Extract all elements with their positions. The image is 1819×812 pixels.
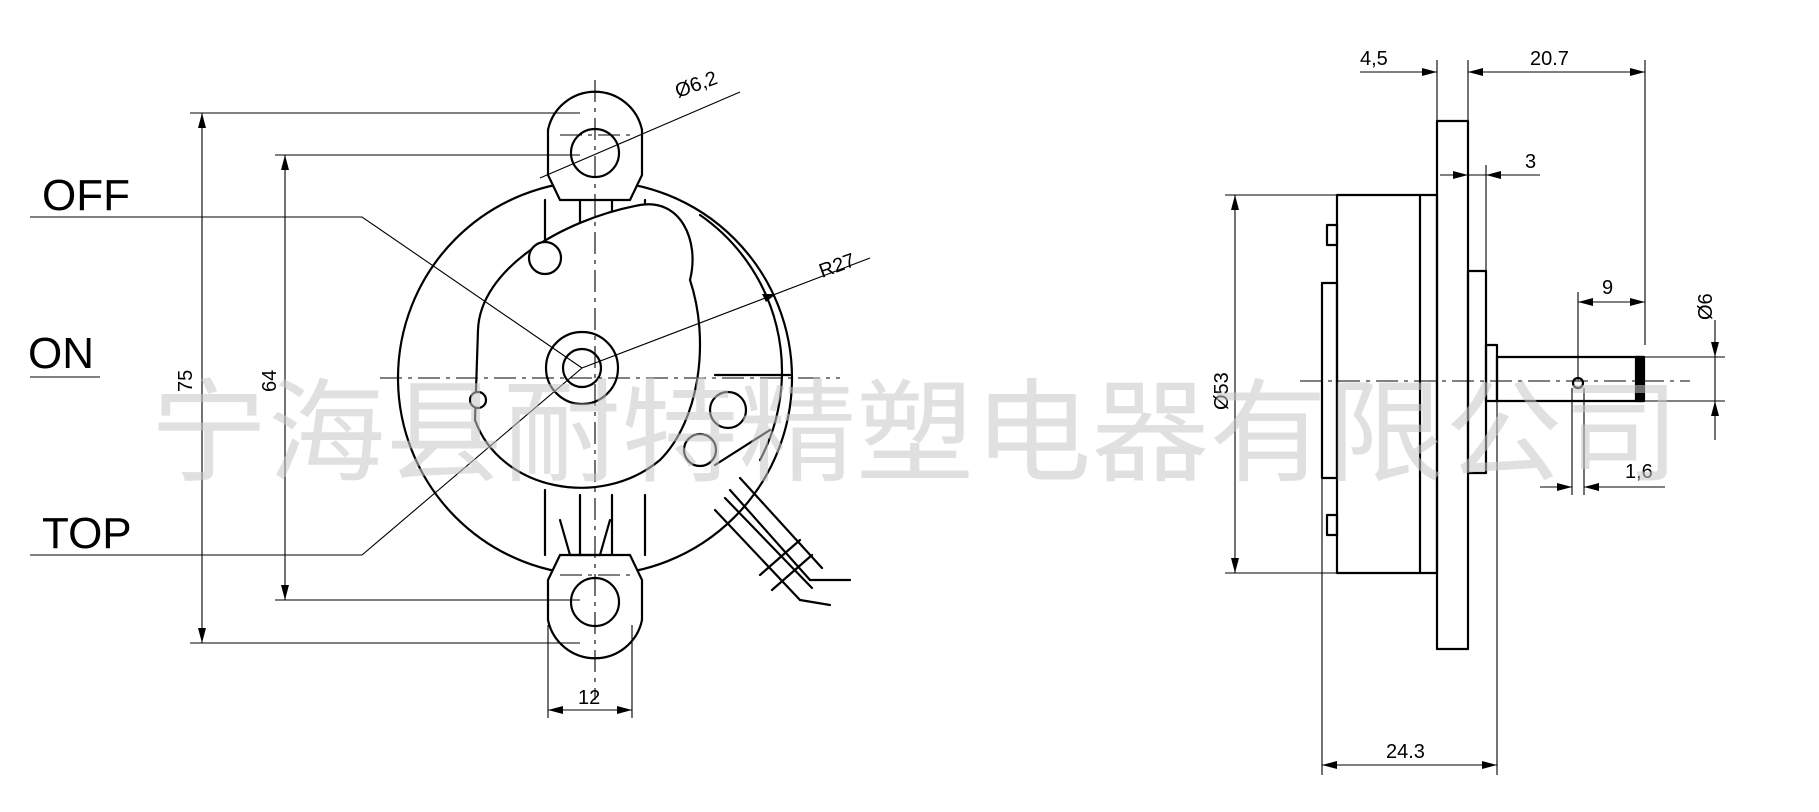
dim-64-ext	[275, 154, 580, 601]
dim-boss-height: 3	[1525, 151, 1536, 173]
boss-2	[708, 390, 748, 430]
dim-243-arrow-right	[1482, 761, 1497, 769]
dim-6-arrow-bottom	[1711, 401, 1719, 416]
side-view	[1225, 60, 1725, 775]
wire-clip	[758, 538, 814, 592]
dim-45-arrow-right	[1468, 68, 1483, 76]
dim-64-arrow-bottom	[281, 585, 289, 600]
dim-12-arrow-left	[548, 706, 563, 714]
dim-12-ext	[547, 625, 633, 718]
dim-243-arrow-left	[1322, 761, 1337, 769]
housing-rim	[698, 213, 784, 462]
dim-16-arrow-right	[1584, 483, 1599, 491]
dim-flange-thickness: 4,5	[1360, 48, 1388, 70]
dim-shaft-length: 20.7	[1530, 48, 1569, 70]
dim-shaft-flat: 9	[1602, 277, 1613, 299]
boss-4	[468, 390, 488, 410]
label-on: ON	[28, 329, 94, 378]
dim-16-ext	[1571, 388, 1585, 495]
dim-6-arrow-top	[1711, 342, 1719, 357]
dim-body-depth: 24.3	[1386, 741, 1425, 763]
front-view	[30, 80, 871, 718]
dim-207-arrow	[1630, 68, 1645, 76]
dim-6-ext	[1645, 356, 1725, 402]
bottom-rib-detail	[558, 518, 612, 557]
dim-9-arrow-left	[1578, 298, 1593, 306]
boss-1	[527, 240, 563, 276]
dim-64-arrow-top	[281, 155, 289, 170]
label-top: TOP	[42, 509, 132, 558]
rivet-top	[1325, 223, 1339, 247]
lead-wire-2	[713, 496, 814, 602]
top-leader	[30, 367, 583, 556]
off-leader	[30, 216, 583, 369]
dim-243-ext	[1321, 401, 1498, 775]
dim-12-arrow-right	[617, 706, 632, 714]
dim-45-ext	[1436, 60, 1469, 121]
dim-16-arrow-left	[1557, 483, 1572, 491]
shaft-tip	[1634, 355, 1646, 403]
hole-centerlines	[560, 134, 630, 576]
radius-leader	[581, 257, 871, 369]
bottom-mounting-tab	[546, 553, 644, 660]
dim-9-arrow-right	[1630, 298, 1645, 306]
dim-3-arrow-left	[1453, 171, 1468, 179]
dim-53-arrow-bottom	[1231, 558, 1239, 573]
top-mounting-tab	[546, 90, 644, 202]
dim-3-arrow-right	[1486, 171, 1501, 179]
dim-body-dia: Ø53	[1211, 372, 1233, 410]
right-segments	[713, 373, 792, 467]
bottom-ribs	[543, 488, 647, 557]
dim-hole-dia: Ø6,2	[672, 67, 720, 103]
shaft-bore	[561, 347, 603, 389]
rivet-bottom	[1325, 513, 1339, 537]
dim-shaft-dia: Ø6	[1695, 293, 1717, 320]
dim-height-holes: 64	[259, 370, 281, 392]
watermark-text: 宁海县耐特精塑电器有限公司	[150, 369, 1680, 499]
dim-75-ext	[190, 112, 580, 644]
dim-75-arrow-bottom	[198, 628, 206, 643]
dim-pin-dia: 1,6	[1625, 461, 1653, 483]
dim-53-ext	[1225, 194, 1337, 574]
boss-3	[682, 432, 718, 468]
dim-tab-width: 12	[578, 687, 600, 709]
dim-radius: R27	[816, 249, 858, 282]
dim-75-arrow-top	[198, 113, 206, 128]
dim-45-arrow-left	[1422, 68, 1437, 76]
lead-wire-1	[728, 476, 824, 582]
wire-ends	[798, 578, 852, 607]
dim-53-arrow-top	[1231, 195, 1239, 210]
hole-dia-leader	[539, 91, 741, 179]
radius-arrow	[762, 294, 776, 302]
label-off: OFF	[42, 171, 130, 220]
dim-height-overall: 75	[175, 370, 197, 392]
